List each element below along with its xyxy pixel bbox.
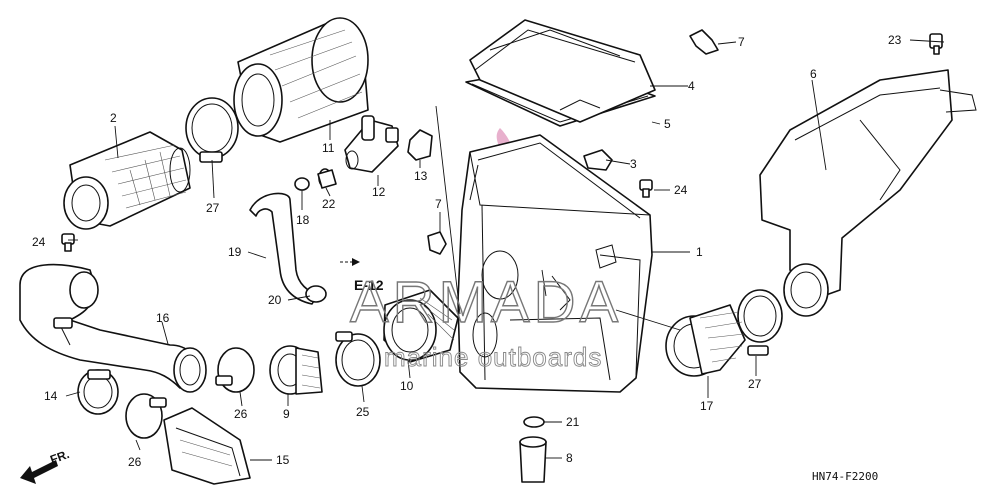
bolt-23 xyxy=(929,33,943,55)
breather-tube xyxy=(249,192,319,305)
callout-27-left: 27 xyxy=(206,201,220,215)
leader-lines xyxy=(65,39,945,461)
callout-21: 21 xyxy=(566,415,580,429)
clamp-20 xyxy=(305,285,327,303)
setting-plate xyxy=(583,149,613,171)
callout-22: 22 xyxy=(322,197,336,211)
callout-18: 18 xyxy=(296,213,310,227)
case-cover xyxy=(469,19,656,123)
clip-18 xyxy=(294,177,310,191)
o-ring-21 xyxy=(523,416,545,428)
callout-3: 3 xyxy=(630,157,637,171)
clamp-26-mid xyxy=(215,347,255,393)
callout-4: 4 xyxy=(688,79,695,93)
diagram-code: HN74-F2200 xyxy=(812,470,878,483)
callout-7-top: 7 xyxy=(738,35,745,49)
callout-labels: 1 2 3 4 5 6 7 7 8 9 10 11 12 13 14 15 16… xyxy=(32,33,902,469)
callout-7-mid: 7 xyxy=(435,197,442,211)
clip-7-mid xyxy=(427,231,447,255)
connecting-tube xyxy=(383,289,459,363)
fitting-22 xyxy=(317,168,337,189)
bolt-24-right xyxy=(639,179,653,198)
joint-9 xyxy=(269,345,323,395)
front-arrow: FR. xyxy=(20,447,71,484)
duct-cover xyxy=(163,407,251,485)
callout-1: 1 xyxy=(696,245,703,259)
clamp-14 xyxy=(77,369,119,415)
callout-2: 2 xyxy=(110,111,117,125)
intake-hose xyxy=(19,263,207,393)
breather-fitting xyxy=(344,115,399,173)
clamp-27-right xyxy=(737,289,783,356)
clamp-upper-left xyxy=(185,97,239,163)
callout-13: 13 xyxy=(414,169,428,183)
intake-joint xyxy=(665,304,746,377)
callout-9: 9 xyxy=(283,407,290,421)
clip-7-top xyxy=(689,29,719,55)
clamp-26-left xyxy=(125,393,167,439)
callout-5: 5 xyxy=(664,117,671,131)
watermark-name: ARMADA xyxy=(350,270,622,335)
drain-tube xyxy=(519,436,547,483)
callout-20: 20 xyxy=(268,293,282,307)
callout-11: 11 xyxy=(322,141,335,155)
front-label: FR. xyxy=(48,447,71,467)
inlet-duct xyxy=(759,69,977,317)
callout-12: 12 xyxy=(372,185,386,199)
callout-10: 10 xyxy=(400,379,414,393)
callout-6: 6 xyxy=(810,67,817,81)
callout-14: 14 xyxy=(44,389,58,403)
callout-23: 23 xyxy=(888,33,902,47)
callout-16: 16 xyxy=(156,311,170,325)
callout-27-right: 27 xyxy=(748,377,762,391)
foam-element xyxy=(233,17,369,143)
callout-24-right: 24 xyxy=(674,183,688,197)
reference-label: E-12 xyxy=(354,277,384,293)
callout-15: 15 xyxy=(276,453,290,467)
air-filter-element xyxy=(63,131,191,230)
watermark-tagline: marine outboards xyxy=(384,342,602,372)
bolt-24-left xyxy=(61,233,75,252)
callout-24-left: 24 xyxy=(32,235,46,249)
callout-19: 19 xyxy=(228,245,242,259)
clamp-25 xyxy=(335,331,381,387)
callout-8: 8 xyxy=(566,451,573,465)
grommet-13 xyxy=(407,129,433,161)
callout-26-left: 26 xyxy=(128,455,142,469)
callout-17: 17 xyxy=(700,399,714,413)
callout-25: 25 xyxy=(356,405,370,419)
callout-26-mid: 26 xyxy=(234,407,248,421)
air-cleaner-case xyxy=(457,134,653,393)
